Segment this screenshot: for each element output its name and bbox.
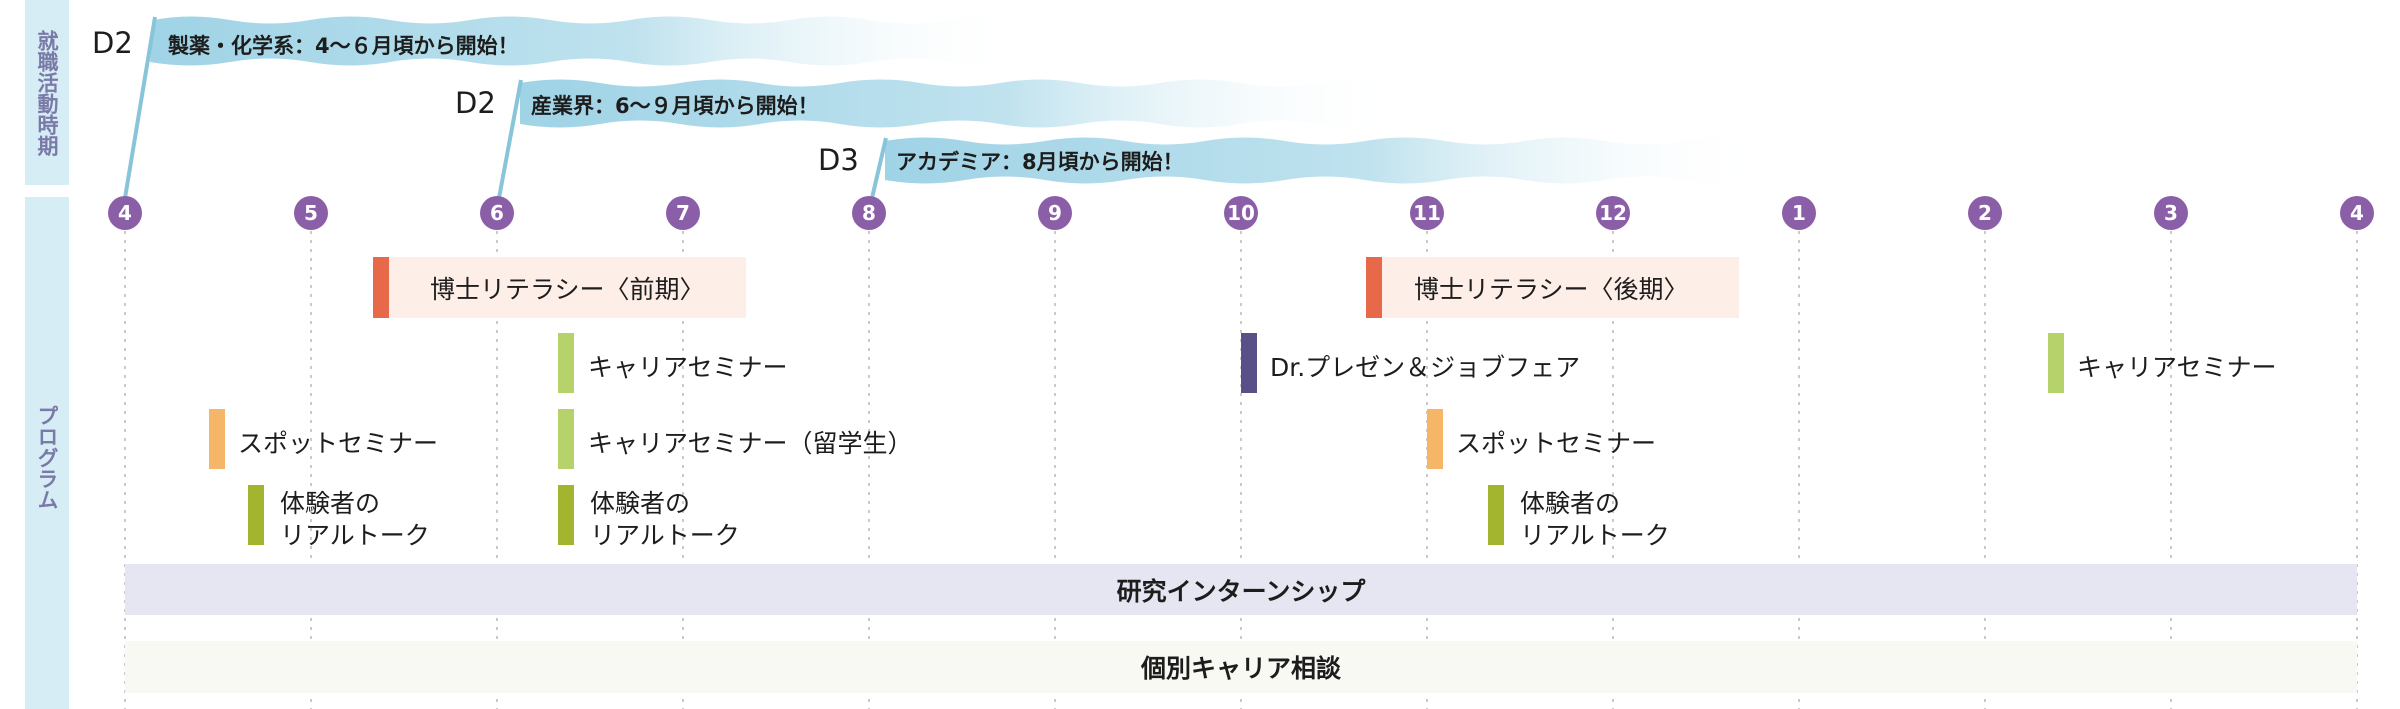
real-talk-3-line1: 体験者の xyxy=(1520,489,1621,518)
consultation-band: 個別キャリア相談 xyxy=(125,641,2357,693)
flag-1-text: 製薬・化学系：4〜６月頃から開始！ xyxy=(168,34,519,58)
month-circle: 5 xyxy=(294,196,328,230)
sidebar-top-label: 就職活動時期 xyxy=(35,30,59,156)
flag-3-pole xyxy=(870,137,888,199)
flag-2-body xyxy=(520,79,1400,128)
month-circle: 3 xyxy=(2154,196,2188,230)
dr-presen-marker xyxy=(1241,333,1257,393)
literacy-first-label: 博士リテラシー〈前期〉 xyxy=(430,275,705,304)
spot-seminar-2-marker xyxy=(1427,409,1443,469)
literacy-first-bg xyxy=(389,257,746,318)
flag-1-body xyxy=(150,16,1030,66)
flag-1-badge: D2 xyxy=(92,26,133,60)
consultation-label: 個別キャリア相談 xyxy=(1140,654,1341,683)
month-circle: 8 xyxy=(852,196,886,230)
month-circle: 11 xyxy=(1410,196,1444,230)
literacy-first-marker xyxy=(373,257,389,318)
sidebar-programs: プログラム xyxy=(25,197,69,709)
sidebar-job-hunting-period: 就職活動時期 xyxy=(25,0,69,185)
spot-seminar-1-marker xyxy=(209,409,225,469)
flag-3-text: アカデミア：8月頃から開始！ xyxy=(896,150,1184,174)
literacy-second-bg xyxy=(1382,257,1739,318)
internship-band: 研究インターンシップ xyxy=(125,564,2357,615)
flag-2-pole xyxy=(497,79,523,199)
career-seminar-1-label: キャリアセミナー xyxy=(588,353,788,382)
spot-seminar-2-label: スポットセミナー xyxy=(1456,429,1657,458)
literacy-second-marker xyxy=(1366,257,1382,318)
month-circle: 4 xyxy=(108,196,142,230)
literacy-second-label: 博士リテラシー〈後期〉 xyxy=(1414,275,1689,304)
month-circle: 6 xyxy=(480,196,514,230)
month-circle: 12 xyxy=(1596,196,1630,230)
real-talk-2-marker xyxy=(558,485,574,545)
month-circle: 10 xyxy=(1224,196,1258,230)
flag-3-body xyxy=(885,137,1765,184)
spot-seminar-1-label: スポットセミナー xyxy=(238,429,439,458)
month-circle: 7 xyxy=(666,196,700,230)
month-circle: 2 xyxy=(1968,196,2002,230)
real-talk-3-line2: リアルトーク xyxy=(1520,521,1670,550)
month-circle: 1 xyxy=(1782,196,1816,230)
real-talk-2-line1: 体験者の xyxy=(590,489,691,518)
career-seminar-intl-label: キャリアセミナー（留学生） xyxy=(588,429,913,458)
flag-2-badge: D2 xyxy=(455,86,496,120)
flag-3-badge: D3 xyxy=(818,143,859,177)
real-talk-1-line1: 体験者の xyxy=(280,489,381,518)
real-talk-1-line2: リアルトーク xyxy=(280,521,430,550)
real-talk-1-marker xyxy=(248,485,264,545)
internship-label: 研究インターンシップ xyxy=(1116,576,1366,606)
career-seminar-intl-marker xyxy=(558,409,574,469)
flag-2-text: 産業界：6〜９月頃から開始！ xyxy=(531,94,819,118)
month-circle: 9 xyxy=(1038,196,1072,230)
real-talk-2-line2: リアルトーク xyxy=(590,521,740,550)
career-seminar-1-marker xyxy=(558,333,574,393)
month-circle: 4 xyxy=(2340,196,2374,230)
sidebar-bottom-label: プログラム xyxy=(35,404,59,510)
dr-presen-label: Dr.プレゼン＆ジョブフェア xyxy=(1270,353,1581,382)
career-seminar-2-label: キャリアセミナー xyxy=(2077,353,2277,382)
real-talk-3-marker xyxy=(1488,485,1504,545)
flag-1-pole xyxy=(123,16,157,199)
career-seminar-2-marker xyxy=(2048,333,2064,393)
